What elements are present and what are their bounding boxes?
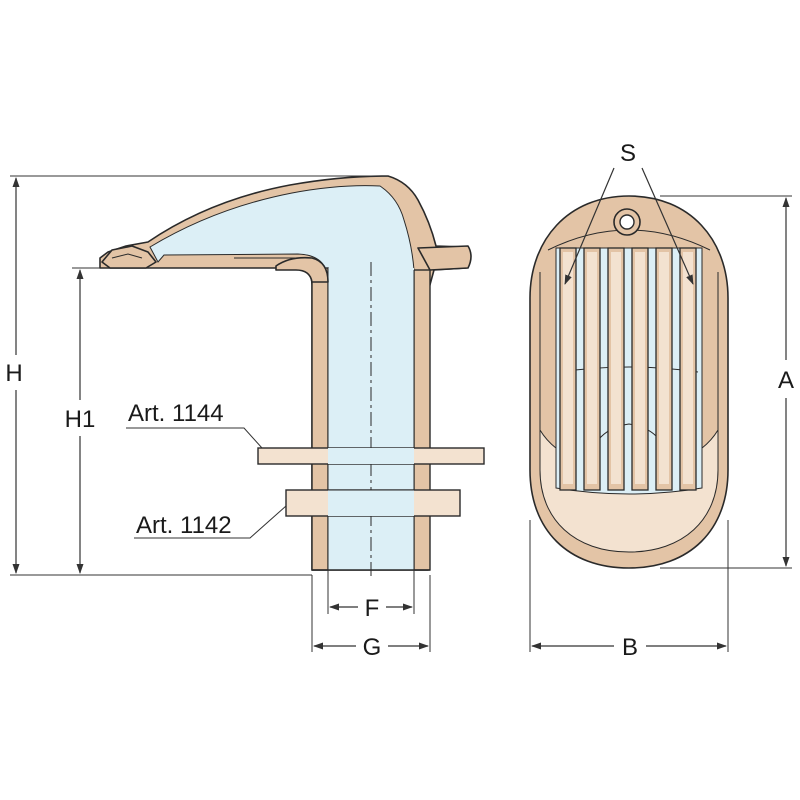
art-1144-leader xyxy=(126,427,263,449)
art-1142-leader xyxy=(134,505,287,539)
front-dimensions: S A B xyxy=(529,140,794,661)
art-1144-label: Art. 1144 xyxy=(128,400,224,427)
strainer-bar-highlight xyxy=(563,252,573,484)
strainer-bar-highlight xyxy=(659,252,669,484)
strainer-bar-highlight xyxy=(635,252,645,484)
S-label: S xyxy=(620,140,636,167)
nose-bolt xyxy=(101,245,157,269)
pipe-wall-left xyxy=(311,267,329,571)
F-label: F xyxy=(365,595,380,622)
front-view xyxy=(529,195,729,569)
inner-lip xyxy=(275,256,329,283)
A-label: A xyxy=(778,367,794,394)
nose-bolt-detail xyxy=(111,253,143,259)
mounting-hole xyxy=(619,214,635,230)
art-1142-label: Art. 1142 xyxy=(136,512,232,539)
strainer-bar-highlight xyxy=(587,252,597,484)
H1-label: H1 xyxy=(65,406,96,433)
G-label: G xyxy=(363,634,382,661)
side-dimensions: H H1 Art. 1144 Art. 1142 F G xyxy=(5,175,431,661)
S-arrow-left xyxy=(564,167,615,285)
H-label: H xyxy=(5,360,22,387)
flange-rim xyxy=(417,245,472,271)
S-arrow-right xyxy=(641,167,694,285)
side-view xyxy=(99,175,485,578)
pipe-wall-right xyxy=(413,269,431,571)
washer-bore xyxy=(328,448,414,464)
strainer-bars xyxy=(559,247,697,491)
strainer-bar-highlight xyxy=(611,252,621,484)
strainer-bar-highlight xyxy=(683,252,693,484)
nut-bore xyxy=(328,490,414,516)
B-label: B xyxy=(622,634,638,661)
